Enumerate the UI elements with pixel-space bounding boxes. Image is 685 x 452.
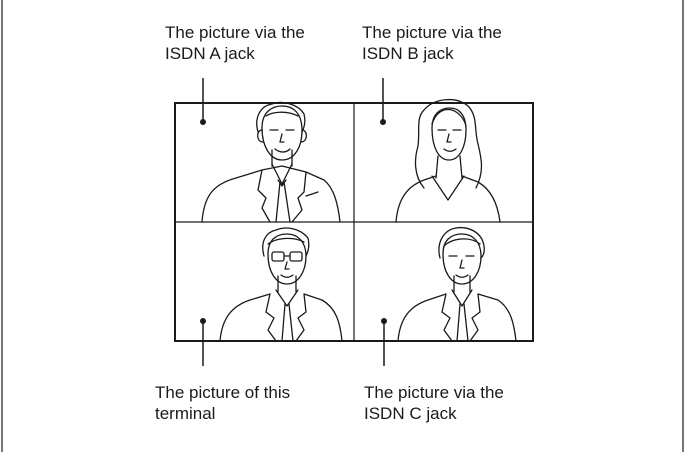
label-isdn-b: The picture via the ISDN B jack [362,23,502,63]
label-this-terminal: The picture of this terminal [155,383,291,423]
callout-isdn-c [381,318,387,366]
person-isdn-b-illustration [395,99,501,223]
person-this-terminal-illustration [219,227,343,342]
callout-isdn-a [200,78,206,125]
callout-isdn-b [380,78,386,125]
label-isdn-a: The picture via the ISDN A jack [165,23,305,63]
person-isdn-a-illustration [201,101,341,223]
label-isdn-c: The picture via the ISDN C jack [364,383,504,423]
callout-this-terminal [200,318,206,366]
person-isdn-c-illustration [397,226,517,342]
